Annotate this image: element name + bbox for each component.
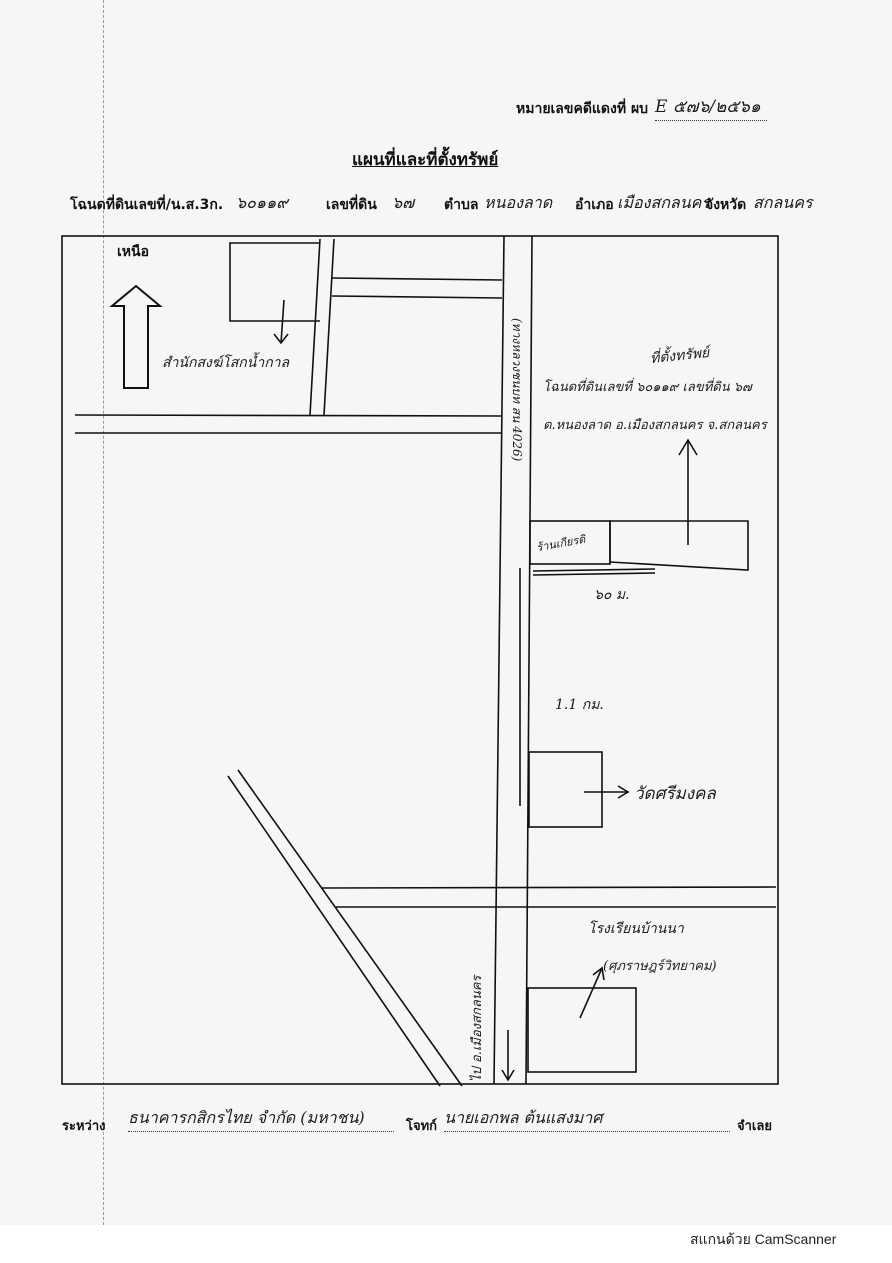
- temple-building: [528, 751, 603, 828]
- plaintiff-value: ธนาคารกสิกรไทย จำกัด (มหาชน): [128, 1106, 394, 1132]
- between-label: ระหว่าง: [62, 1119, 106, 1134]
- province-value: สกลนคร: [753, 193, 813, 212]
- office-building: [229, 242, 320, 322]
- distance-60m: ๖๐ ม.: [594, 587, 630, 603]
- north-label: เหนือ: [117, 244, 149, 260]
- land-number-value: ๖๗: [392, 193, 415, 212]
- subdistrict-value: หนองลาด: [484, 193, 553, 212]
- province-label: จังหวัด: [705, 197, 747, 213]
- land-number-label: เลขที่ดิน: [326, 197, 377, 213]
- district-label: อำเภอ: [575, 197, 614, 213]
- distance-1-1km: 1.1 กม.: [555, 697, 604, 713]
- school-label: โรงเรียนบ้านนา: [588, 921, 684, 937]
- defendant-value: นายเอกพล ต้นแสงมาศ: [444, 1106, 730, 1132]
- plaintiff-label: โจทก์: [406, 1119, 438, 1134]
- school-building: [527, 987, 637, 1073]
- north-arrow-icon: [109, 284, 163, 389]
- school-sub-label: (ศุภราษฎร์วิทยาคม): [603, 959, 717, 974]
- property-parcel: [609, 520, 749, 571]
- deed-number-label: โฉนดที่ดินเลขที่/น.ส.3ก.: [70, 197, 224, 213]
- case-number-label: หมายเลขคดีแดงที่ ผบ: [516, 101, 649, 117]
- property-line-1: โฉนดที่ดินเลขที่ ๖๐๑๑๙ เลขที่ดิน ๖๗: [543, 380, 752, 395]
- office-label: สำนักสงฆ์โสกน้ำกาล: [162, 355, 290, 371]
- property-line-2: ต.หนองลาด อ.เมืองสกลนคร จ.สกลนคร: [543, 418, 767, 433]
- to-city-label: ไป อ.เมืองสกลนคร: [470, 975, 485, 1082]
- highway-label: (ทางหลวงชนบท สน 4026): [510, 318, 524, 462]
- page-title: แผนที่และที่ตั้งทรัพย์: [352, 150, 499, 170]
- subdistrict-label: ตำบล: [444, 197, 479, 213]
- deed-number-value: ๖๐๑๑๙: [236, 193, 288, 212]
- map-frame: [61, 235, 779, 1085]
- scanner-watermark: สแกนด้วย CamScanner: [690, 1231, 837, 1247]
- defendant-label: จำเลย: [737, 1119, 772, 1134]
- district-value: เมืองสกลนคร: [617, 193, 710, 212]
- fold-line: [103, 0, 104, 1225]
- case-number-value: E ๕๗๖/๒๕๖๑: [655, 93, 767, 121]
- scanner-footer: [0, 1225, 892, 1263]
- temple-label: วัดศรีมงคล: [634, 784, 716, 804]
